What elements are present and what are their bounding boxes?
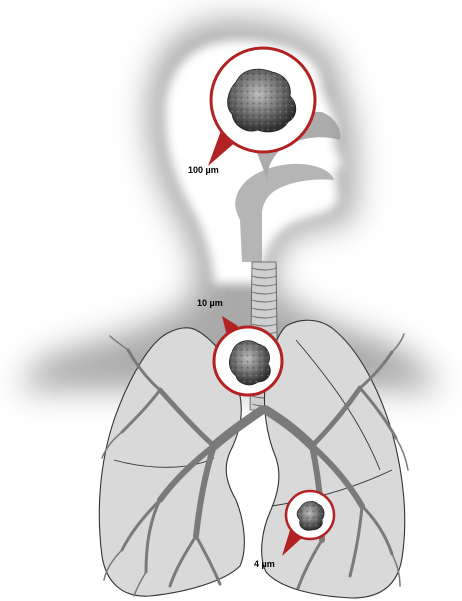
label-100um: 100 µm — [188, 165, 219, 175]
label-4um: 4 µm — [254, 559, 275, 569]
label-10um: 10 µm — [197, 298, 223, 308]
particle-icon — [297, 501, 324, 530]
